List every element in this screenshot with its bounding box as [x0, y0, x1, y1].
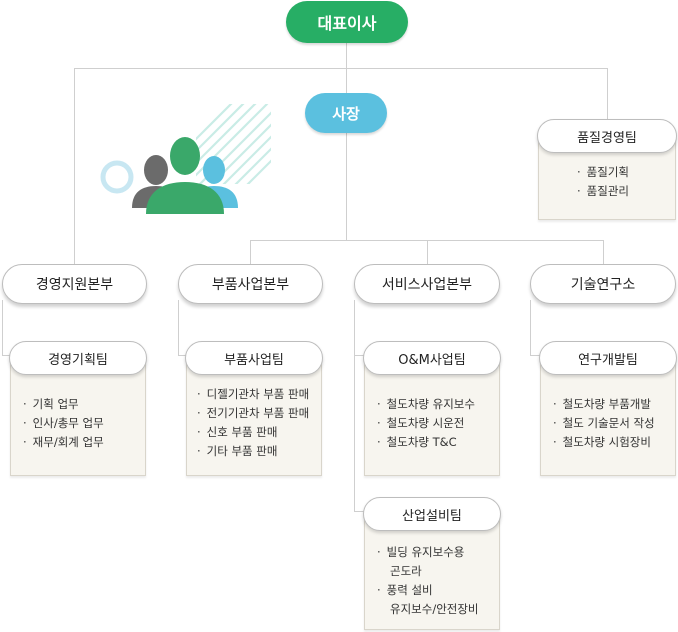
president-node: 사장	[305, 93, 387, 133]
list-item: 품질관리	[577, 182, 675, 201]
list-item: 디젤기관차 부품 판매	[197, 385, 321, 404]
list-item: 풍력 설비	[377, 581, 499, 600]
management-planning-team-title: 경영기획팀	[9, 341, 147, 375]
list-item: 신호 부품 판매	[197, 423, 321, 442]
rnd-team-box: 연구개발팀 철도차량 부품개발 철도 기술문서 작성 철도차량 시험장비	[539, 341, 677, 476]
division-research-institute: 기술연구소	[530, 264, 676, 304]
people-illustration	[100, 104, 271, 214]
list-item: 품질기획	[577, 163, 675, 182]
division-parts-business: 부품사업본부	[178, 264, 323, 304]
parts-business-team-title: 부품사업팀	[185, 341, 323, 375]
list-item: 곤도라	[390, 564, 422, 578]
industrial-equipment-team-box: 산업설비팀 빌딩 유지보수용 곤도라 풍력 설비 유지보수/안전장비	[363, 497, 501, 630]
industrial-equipment-team-list: 빌딩 유지보수용 곤도라 풍력 설비 유지보수/안전장비	[365, 543, 499, 619]
list-item: 전기기관차 부품 판매	[197, 404, 321, 423]
list-item: 철도 기술문서 작성	[553, 414, 675, 433]
quality-team-box: 품질경영팀 품질기획 품질관리	[537, 119, 677, 220]
management-planning-team-list: 기획 업무 인사/총무 업무 재무/회계 업무	[11, 395, 145, 452]
connector-ceo-down	[346, 40, 347, 240]
connector-div3-team	[354, 300, 355, 512]
quality-team-list: 품질기획 품질관리	[539, 163, 675, 201]
stripe-pattern-icon	[196, 104, 271, 184]
om-business-team-list: 철도차량 유지보수 철도차량 시운전 철도차량 T&C	[365, 395, 499, 452]
rnd-team-list: 철도차량 부품개발 철도 기술문서 작성 철도차량 시험장비	[541, 395, 675, 452]
list-item: 철도차량 시험장비	[553, 433, 675, 452]
list-item: 기획 업무	[23, 395, 145, 414]
management-planning-team-box: 경영기획팀 기획 업무 인사/총무 업무 재무/회계 업무	[9, 341, 147, 476]
om-business-team-title: O&M사업팀	[363, 341, 501, 375]
connector-left-down	[74, 68, 75, 264]
division-service-business: 서비스사업본부	[354, 264, 500, 304]
list-item: 철도차량 유지보수	[377, 395, 499, 414]
list-item: 철도차량 부품개발	[553, 395, 675, 414]
list-item: 철도차량 T&C	[377, 433, 499, 452]
division-management-support: 경영지원본부	[2, 264, 147, 304]
ring-icon	[100, 160, 134, 194]
parts-business-team-list: 디젤기관차 부품 판매 전기기관차 부품 판매 신호 부품 판매 기타 부품 판…	[187, 385, 321, 461]
connector-quality-down	[607, 68, 608, 120]
connector-div2-team	[178, 300, 179, 356]
list-item: 재무/회계 업무	[23, 433, 145, 452]
list-item: 유지보수/안전장비	[390, 602, 479, 616]
connector-div3-down	[427, 240, 428, 264]
industrial-equipment-team-title: 산업설비팀	[363, 497, 501, 531]
parts-business-team-box: 부품사업팀 디젤기관차 부품 판매 전기기관차 부품 판매 신호 부품 판매 기…	[185, 341, 323, 476]
person-green-icon	[146, 137, 224, 214]
connector-div3-team-h1	[354, 355, 368, 356]
om-business-team-box: O&M사업팀 철도차량 유지보수 철도차량 시운전 철도차량 T&C	[363, 341, 501, 476]
list-item: 기타 부품 판매	[197, 442, 321, 461]
connector-div4-down	[603, 240, 604, 264]
quality-team-title: 품질경영팀	[537, 119, 677, 153]
connector-div4-team	[530, 300, 531, 356]
rnd-team-title: 연구개발팀	[539, 341, 677, 375]
ceo-node: 대표이사	[286, 1, 408, 43]
list-item: 빌딩 유지보수용	[377, 543, 499, 562]
list-item: 인사/총무 업무	[23, 414, 145, 433]
connector-div3-team-h2	[354, 511, 368, 512]
connector-div2-down	[250, 240, 251, 264]
connector-div1-team	[2, 300, 3, 356]
list-item: 철도차량 시운전	[377, 414, 499, 433]
connector-top-horizontal	[74, 68, 608, 69]
connector-div4-team-h	[530, 355, 544, 356]
